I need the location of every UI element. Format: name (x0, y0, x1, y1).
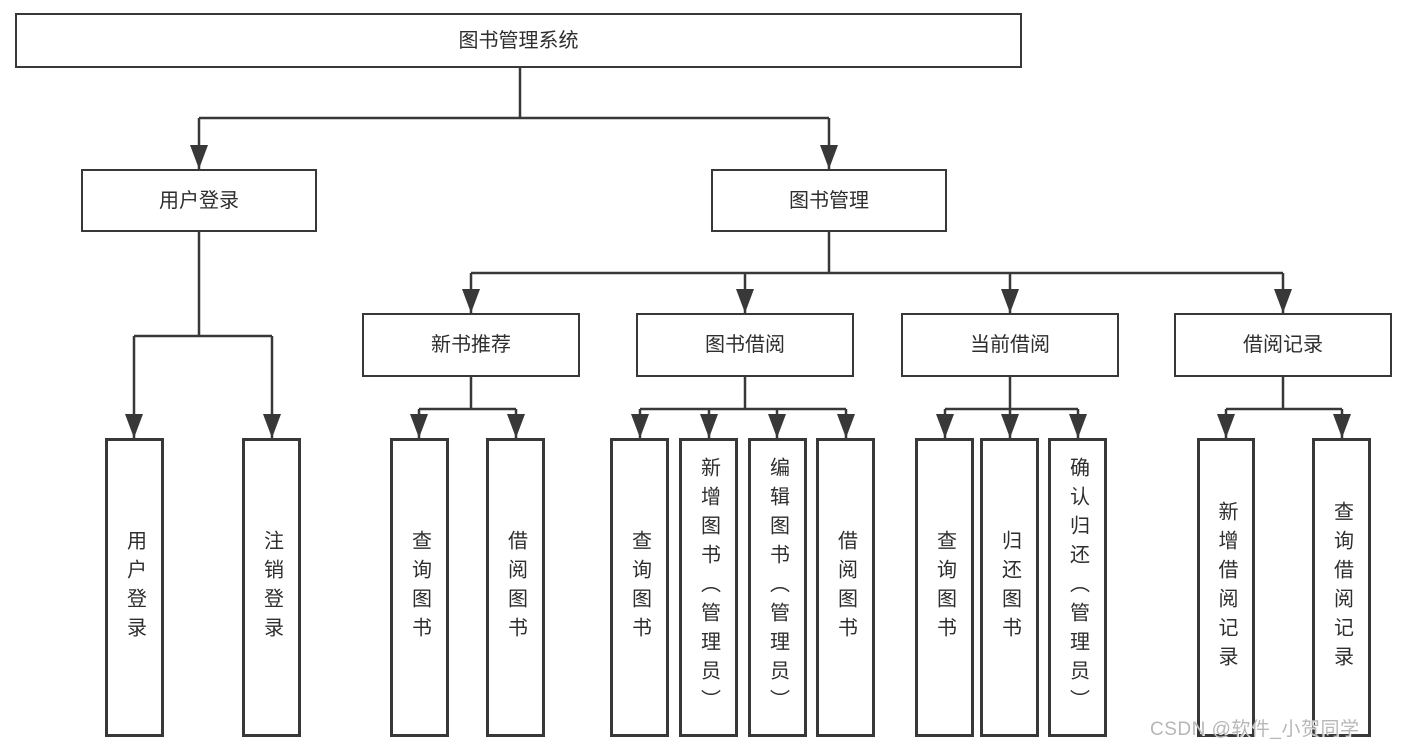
node-user-login: 用户登录 (81, 169, 317, 232)
leaf-confirm-return-admin: 确认归还（管理员） (1048, 438, 1107, 737)
node-book-management-label: 图书管理 (789, 189, 869, 212)
node-borrowing-records-label: 借阅记录 (1243, 334, 1323, 356)
leaf-user-login-label: 用户登录 (123, 529, 146, 646)
node-user-login-label: 用户登录 (159, 189, 239, 212)
leaf-query-book-3: 查询图书 (915, 438, 974, 737)
leaf-query-book-3-label: 查询图书 (933, 529, 956, 646)
leaf-borrow-book-1: 借阅图书 (486, 438, 545, 737)
arrowheads (125, 145, 1351, 438)
leaf-query-borrow-record: 查询借阅记录 (1312, 438, 1371, 737)
node-current-borrowing: 当前借阅 (901, 313, 1119, 377)
leaf-logout: 注销登录 (242, 438, 301, 737)
leaf-query-book-1: 查询图书 (390, 438, 449, 737)
leaf-query-borrow-record-label: 查询借阅记录 (1330, 500, 1353, 675)
leaf-add-book-admin: 新增图书（管理员） (679, 438, 738, 737)
leaf-return-book-label: 归还图书 (998, 529, 1021, 646)
node-new-book-recommendation: 新书推荐 (362, 313, 580, 377)
node-new-book-recommendation-label: 新书推荐 (431, 334, 511, 356)
leaf-edit-book-admin: 编辑图书（管理员） (748, 438, 807, 737)
leaf-logout-label: 注销登录 (260, 529, 283, 646)
leaf-borrow-book-2: 借阅图书 (816, 438, 875, 737)
node-root-label: 图书管理系统 (458, 29, 579, 52)
leaf-edit-book-admin-label: 编辑图书（管理员） (766, 457, 789, 718)
node-current-borrowing-label: 当前借阅 (970, 334, 1050, 356)
leaf-add-book-admin-label: 新增图书（管理员） (697, 457, 720, 718)
node-book-borrowing-label: 图书借阅 (705, 334, 785, 356)
leaf-confirm-return-admin-label: 确认归还（管理员） (1066, 457, 1089, 718)
leaf-borrow-book-2-label: 借阅图书 (834, 529, 857, 646)
node-root: 图书管理系统 (15, 13, 1022, 68)
leaf-add-borrow-record: 新增借阅记录 (1197, 438, 1255, 737)
leaf-return-book: 归还图书 (980, 438, 1039, 737)
leaf-user-login: 用户登录 (105, 438, 164, 737)
csdn-watermark: CSDN @软件_小贺同学 (1150, 719, 1360, 740)
leaf-borrow-book-1-label: 借阅图书 (504, 529, 527, 646)
leaf-query-book-2: 查询图书 (610, 438, 669, 737)
node-book-management: 图书管理 (711, 169, 947, 232)
node-book-borrowing: 图书借阅 (636, 313, 854, 377)
tree-edges (132, 68, 1344, 438)
leaf-add-borrow-record-label: 新增借阅记录 (1215, 500, 1237, 675)
leaf-query-book-1-label: 查询图书 (408, 529, 431, 646)
leaf-query-book-2-label: 查询图书 (628, 529, 651, 646)
node-borrowing-records: 借阅记录 (1174, 313, 1392, 377)
